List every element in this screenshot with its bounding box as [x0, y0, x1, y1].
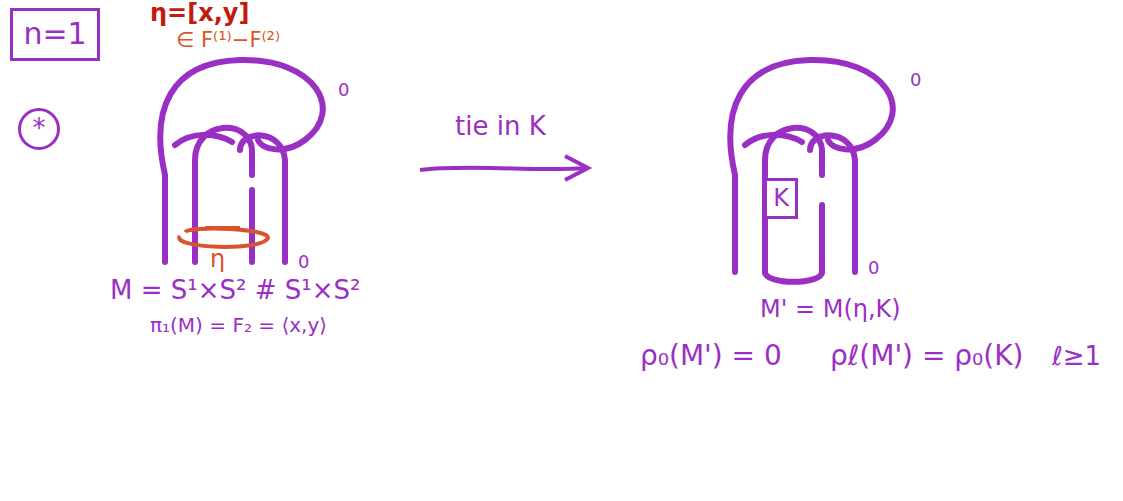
condition-label: ℓ≥1 [1052, 342, 1101, 372]
strand [195, 128, 252, 262]
node-text: * [33, 114, 46, 144]
group-label: π₁(M) = F₂ = ⟨x,y⟩ [150, 314, 327, 337]
invariant-label: ρℓ(M') = ρ₀(K) [830, 340, 1024, 372]
knot-box: K [764, 178, 798, 219]
strand [765, 128, 822, 272]
curve-label: η [210, 246, 225, 274]
strand [745, 135, 802, 145]
strand [249, 190, 255, 262]
arrow-shaft [420, 168, 585, 170]
formula-label: ∈ F⁽¹⁾−F⁽²⁾ [176, 28, 280, 52]
framing-label: 0 [298, 252, 309, 273]
manifold-label: M = S¹×S² # S¹×S² [110, 276, 360, 306]
arrow-label: tie in K [455, 112, 546, 142]
strand [765, 272, 822, 282]
strand [810, 135, 855, 272]
eta-loop [179, 229, 268, 247]
strand [819, 205, 825, 272]
formula-label: η=[x,y] [150, 0, 249, 28]
tie-arrow [420, 156, 588, 180]
case-box: n=1 [10, 8, 100, 61]
star-circle: * [18, 108, 60, 150]
manifold-label: M' = M(η,K) [760, 296, 901, 324]
invariant-label: ρ₀(M') = 0 [640, 340, 782, 372]
strand [730, 60, 892, 272]
right-link [730, 60, 892, 282]
framing-label: 0 [338, 80, 349, 101]
strand [160, 60, 322, 262]
arrow-head [565, 156, 588, 180]
node-text: K [773, 185, 789, 213]
strand [175, 135, 232, 145]
node-text: n=1 [23, 17, 86, 52]
left-link [160, 60, 322, 262]
framing-label: 0 [910, 70, 921, 91]
framing-label: 0 [868, 258, 879, 279]
eta-curve [179, 228, 268, 247]
eta-arc [205, 226, 240, 230]
